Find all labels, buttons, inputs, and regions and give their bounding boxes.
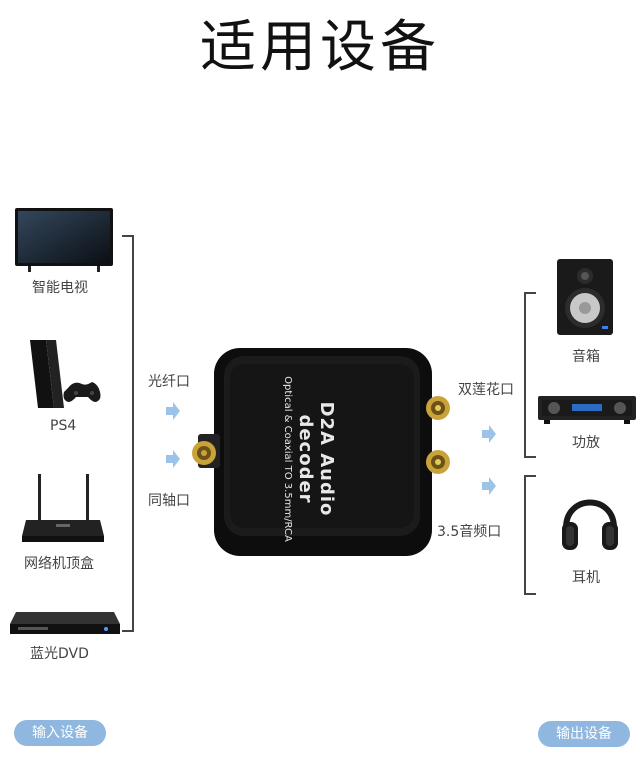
output-bracket-bottom	[524, 475, 536, 595]
arrow-right-icon	[482, 425, 496, 443]
bluray-dvd-icon	[10, 610, 120, 636]
output-device-label-amp: 功放	[572, 435, 600, 451]
input-device-label-stb: 网络机顶盒	[24, 556, 94, 572]
output-port-label-35mm: 3.5音频口	[437, 524, 502, 540]
arrow-right-icon	[482, 477, 496, 495]
speaker-icon	[556, 258, 614, 336]
set-top-box-icon	[22, 472, 104, 544]
input-device-label-dvd: 蓝光DVD	[30, 646, 89, 662]
output-device-label-headphones: 耳机	[572, 570, 600, 586]
output-device-label-speaker: 音箱	[572, 349, 600, 365]
input-device-label-ps4: PS4	[50, 418, 77, 434]
decoder-label: D2A Audio decoder Optical & Coaxial TO 3…	[282, 359, 337, 559]
ps4-console-icon	[28, 338, 104, 410]
output-port-label-rca: 双莲花口	[458, 382, 514, 398]
arrow-right-icon	[166, 402, 180, 420]
page-title: 适用设备	[200, 15, 440, 80]
input-device-label-tv: 智能电视	[32, 280, 88, 296]
headphones-icon	[560, 484, 620, 554]
arrow-right-icon	[166, 450, 180, 468]
decoder-device: D2A Audio decoder Optical & Coaxial TO 3…	[180, 338, 450, 560]
input-port-label-coaxial: 同轴口	[148, 493, 190, 509]
decoder-name: D2A Audio decoder	[295, 401, 337, 517]
decoder-subtitle: Optical & Coaxial TO 3.5mm/RCA	[282, 376, 293, 542]
output-bracket-top	[524, 292, 536, 458]
output-devices-button[interactable]: 输出设备	[538, 721, 630, 747]
input-devices-button[interactable]: 输入设备	[14, 720, 106, 746]
amplifier-icon	[538, 396, 636, 424]
smart-tv-icon	[14, 207, 114, 273]
input-port-label-optical: 光纤口	[148, 374, 190, 390]
input-bracket	[122, 235, 134, 632]
